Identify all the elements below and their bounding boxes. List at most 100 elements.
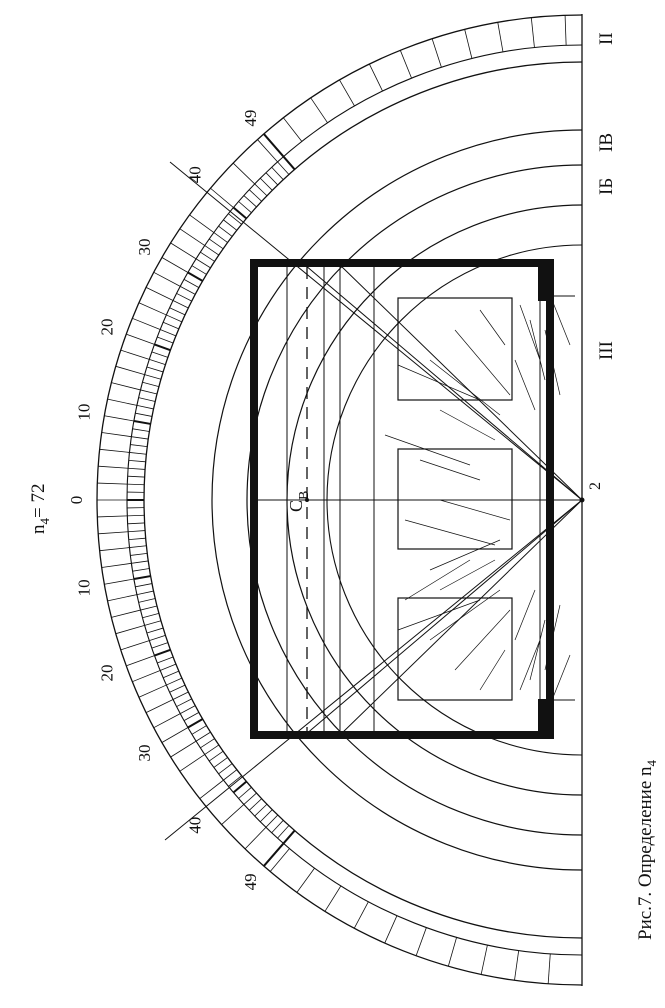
scale-tick [183, 711, 200, 721]
scale-tick [183, 279, 200, 289]
shadow-hatch [551, 299, 571, 346]
scale-band-segment [107, 398, 138, 406]
scale-band-segment [107, 594, 138, 602]
scale-band-segment [101, 432, 132, 438]
scale-tick [127, 514, 145, 517]
scale-tick [187, 271, 204, 282]
scale-band-segment [547, 953, 551, 984]
scale-band-segment [514, 950, 520, 981]
shadow-hatch [429, 539, 501, 571]
scale-label: 40 [185, 817, 204, 834]
caption-text: Рис.7. Определение n [635, 766, 656, 940]
scale-tick [271, 166, 284, 180]
scale-tick [157, 656, 174, 664]
scale-tick [136, 590, 154, 595]
scale-band-segment [399, 50, 412, 79]
scale-tick [142, 381, 160, 388]
scale-tick [159, 663, 177, 671]
scale-tick [187, 718, 204, 729]
scale-band-segment [99, 448, 130, 453]
scale-tick [132, 568, 150, 572]
scale-band-segment [132, 317, 161, 330]
zone-arc-IB [246, 164, 583, 836]
scale-band-segment [97, 515, 128, 518]
scale-tick [232, 780, 248, 794]
scale-tick [157, 336, 174, 344]
scale-band-segment [296, 867, 315, 893]
formula-subscript: 4 [37, 518, 52, 525]
scale-band-segment [369, 63, 383, 92]
scale-tick [265, 814, 279, 828]
scale-tick [136, 405, 154, 410]
formula-rest: = 72 [28, 484, 49, 518]
scale-tick [191, 725, 207, 735]
scale-tick [172, 691, 189, 700]
scale-tick [127, 522, 145, 525]
scale-tick [204, 245, 220, 256]
scale-band-segment [132, 670, 161, 683]
scale-tick [135, 412, 153, 417]
scale-tick [129, 545, 147, 548]
scale-tick [154, 343, 171, 352]
scale-label: 40 [185, 166, 204, 183]
scale-tick [277, 161, 290, 175]
scale-label: 10 [75, 404, 94, 421]
scale-band-segment [126, 333, 155, 345]
scale-tick [131, 560, 149, 564]
scale-tick [133, 420, 151, 425]
sight-line-inner-upper [304, 264, 583, 501]
scale-band-segment [145, 699, 174, 713]
scale-tick [209, 750, 224, 762]
zone-arc-IV [211, 129, 583, 871]
scale-tick [248, 189, 262, 202]
scale-band-segment [126, 655, 155, 667]
scale-tick [163, 670, 179, 679]
shadow-hatch [551, 654, 571, 701]
center-point [579, 497, 585, 503]
scale-tick [213, 757, 228, 768]
scale-band-segment [170, 740, 197, 758]
scale-tick [180, 286, 196, 295]
shadow-hatch [529, 319, 546, 381]
scale-tick [159, 329, 177, 337]
zone-label-III: III [596, 341, 617, 360]
shadow-hatch [514, 589, 536, 641]
scale-label: 30 [135, 239, 154, 256]
scale-tick [200, 738, 215, 749]
scale-band-segment [497, 22, 504, 52]
shadow-hatch [429, 589, 501, 641]
shadow-hatch [519, 639, 541, 691]
shadow-hatch [439, 499, 511, 521]
scale-band-segment [98, 531, 129, 535]
scale-band-segment [269, 848, 290, 872]
scale-tick [144, 620, 162, 626]
window-middle [397, 448, 513, 550]
scale-band-segment [98, 465, 129, 469]
scale-tick [209, 238, 224, 250]
scale-band-segment [257, 139, 278, 163]
scale-band-segment [353, 901, 369, 929]
scale-band-segment [210, 187, 234, 208]
corner-block-lower [538, 699, 552, 737]
scale-band-segment [120, 349, 150, 360]
scale-label: 49 [241, 873, 260, 890]
scale-tick [223, 769, 238, 781]
scale-tick [218, 225, 233, 237]
zone-label-IV: IВ [596, 133, 617, 152]
shadow-hatch [404, 519, 496, 546]
cv-point-label: CB [286, 491, 312, 512]
scale-tick [130, 552, 148, 556]
scale-band-segment [232, 162, 255, 185]
zone-label-IB: IБ [596, 178, 617, 195]
scale-tick [238, 787, 252, 799]
scale-tick [243, 195, 257, 208]
scale-band-segment [199, 779, 224, 799]
scale-tick [138, 598, 156, 603]
scale-limit-marker [263, 133, 296, 171]
shadow-hatch [479, 649, 506, 691]
center-point-label: 2 [587, 482, 604, 490]
scale-tick [176, 698, 192, 707]
scale-label: 49 [241, 110, 260, 127]
scale-tick [166, 314, 183, 323]
